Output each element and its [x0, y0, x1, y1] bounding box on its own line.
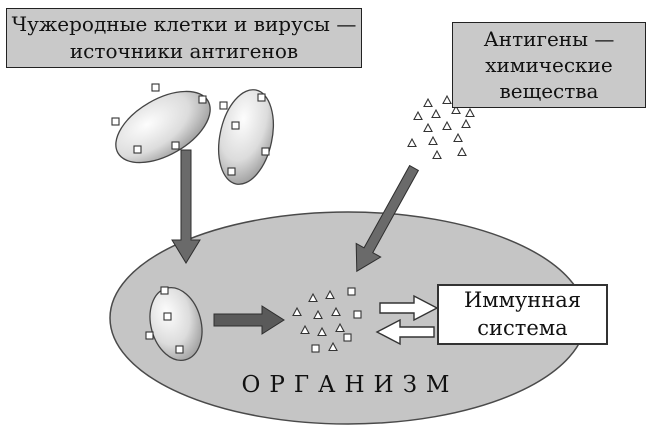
foreign-cell-1 — [115, 90, 211, 164]
antigen-triangle-icon — [453, 133, 463, 143]
organism-label: ОРГАНИЗМ — [241, 372, 459, 398]
antigen-square-icon — [171, 141, 180, 150]
antigen-square-icon — [219, 101, 228, 110]
antigen-square-icon — [353, 310, 362, 319]
arrow-immune-to-antigens — [375, 318, 435, 346]
arrow-cell-to-antigens — [213, 305, 285, 335]
antigen-triangle-icon — [428, 136, 438, 146]
antigen-square-icon — [160, 286, 169, 295]
antigen-square-icon — [227, 167, 236, 176]
foreign-cells-label-line2: источники антигенов — [69, 39, 299, 63]
antigen-triangle-icon — [423, 98, 433, 108]
antigen-square-icon — [133, 145, 142, 154]
foreign-cells-group — [111, 83, 274, 185]
immune-system-label-line2: система — [477, 315, 568, 340]
arrow-antigens-to-immune — [379, 294, 439, 322]
antigens-label-line3: вещества — [499, 79, 599, 103]
antigen-triangle-icon — [431, 109, 441, 119]
label-box-foreign-cells: Чужеродные клетки и вирусы — источники а… — [6, 8, 362, 68]
label-box-antigens: Антигены — химические вещества — [452, 22, 646, 108]
antigen-square-icon — [198, 95, 207, 104]
arrow-antigens-to-organism — [355, 164, 420, 273]
antigen-square-icon — [343, 333, 352, 342]
immune-system-label-line1: Иммунная — [463, 288, 582, 313]
organism-cell-group — [145, 286, 203, 361]
foreign-cell-2 — [218, 89, 274, 185]
antigen-square-icon — [175, 345, 184, 354]
antigen-square-icon — [347, 287, 356, 296]
antigen-square-icon — [111, 117, 120, 126]
antigen-triangle-icon — [442, 95, 452, 105]
antigens-label-line1: Антигены — — [483, 27, 615, 51]
antigen-triangle-icon — [442, 121, 452, 131]
antigen-square-icon — [151, 83, 160, 92]
antigen-triangle-icon — [407, 138, 417, 148]
antigen-triangle-icon — [457, 147, 467, 157]
antigen-square-icon — [311, 344, 320, 353]
antigen-square-icon — [145, 331, 154, 340]
antigen-square-icon — [261, 147, 270, 156]
antigen-triangle-icon — [432, 150, 442, 160]
arrow-cells-to-organism — [171, 149, 201, 264]
antigen-triangle-icon — [413, 111, 423, 121]
antigen-square-icon — [231, 121, 240, 130]
immune-system-box: Иммунная система — [437, 284, 608, 345]
antigens-label-line2: химические — [485, 53, 613, 77]
foreign-cells-label-line1: Чужеродные клетки и вирусы — — [11, 12, 357, 36]
antigen-triangle-icon — [465, 108, 475, 118]
antigen-triangle-icon — [423, 123, 433, 133]
antigen-square-icon — [257, 93, 266, 102]
antigen-square-icon — [163, 312, 172, 321]
antigen-triangle-icon — [461, 119, 471, 129]
